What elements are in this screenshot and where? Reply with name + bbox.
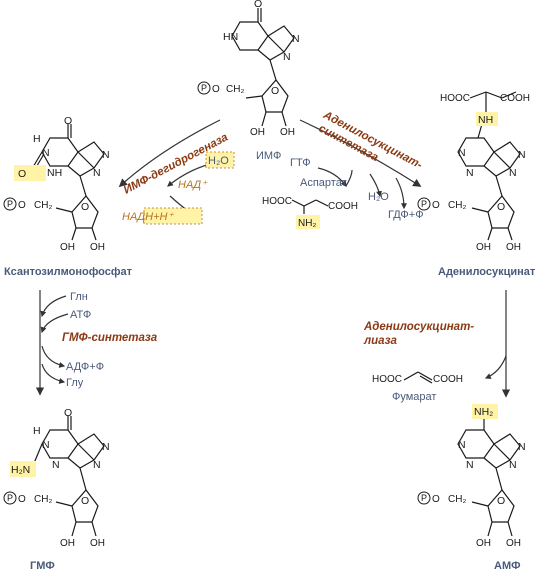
gmp-h: H — [33, 425, 41, 437]
cofactor-glu: Глу — [66, 377, 84, 389]
amp-label: АМФ — [494, 560, 521, 572]
adenylosuccinate-label: Аденилосукцинат — [438, 266, 536, 278]
adsucc-hooc: HOOC — [440, 93, 470, 104]
amp-nh2: NH₂ — [474, 406, 493, 418]
aspartate-hooc: HOOC — [262, 196, 292, 207]
imp-o-ch2: O — [212, 84, 220, 95]
fumarate-structure — [403, 371, 433, 384]
adsucc-ch2: CH₂ — [448, 200, 466, 211]
aspartate-label: Аспартат — [300, 177, 347, 189]
adsucc-oh-right: OH — [506, 242, 521, 253]
amp-n1: N — [458, 439, 466, 451]
fumarate-label: Фумарат — [392, 391, 436, 403]
gmp-ch2: CH₂ — [34, 494, 52, 505]
xmp-structure — [3, 124, 105, 241]
enzyme-adlyase-line1: Аденилосукцинат- — [363, 321, 474, 333]
imp-label: ИМФ — [256, 150, 281, 162]
adsucc-cooh: COOH — [500, 93, 530, 104]
cofactor-gtp: ГТФ — [290, 157, 311, 169]
fumarate-cooh: COOH — [433, 374, 463, 385]
gmp-ring-o: O — [81, 495, 89, 507]
adsucc-ring-o: O — [497, 201, 505, 213]
adsucc-n9: N — [509, 167, 517, 179]
imp-n9: N — [283, 51, 291, 63]
gmp-oh-right: OH — [90, 538, 105, 549]
aspartate-cooh: COOH — [328, 201, 358, 212]
fumarate-hooc: HOOC — [372, 374, 402, 385]
adenylosuccinate-structure — [417, 91, 521, 241]
amp-ch2: CH₂ — [448, 494, 466, 505]
amp-ring-o: O — [497, 495, 505, 507]
gmp-label: ГМФ — [30, 560, 55, 572]
amp-oh-left: OH — [476, 538, 491, 549]
gmp-n7: N — [102, 441, 110, 453]
imp-ring-o: O — [271, 85, 279, 97]
enzyme-gmp-synthetase: ГМФ-синтетаза — [62, 332, 158, 344]
xmp-oh-right: OH — [90, 242, 105, 253]
xmp-label: Ксантозилмонофосфат — [4, 266, 133, 278]
gmp-n3: N — [52, 459, 60, 471]
imp-hn: HN — [223, 31, 238, 43]
xmp-n9: N — [93, 167, 101, 179]
amp-phosphate: P — [421, 493, 427, 503]
adsucc-nh: NH — [478, 114, 493, 126]
amp-oh-right: OH — [506, 538, 521, 549]
gmp-n9: N — [93, 459, 101, 471]
xmp-nh: NH — [47, 167, 62, 179]
cofactor-h2o-left: H₂O — [208, 155, 229, 167]
cofactor-atp: АТФ — [70, 309, 91, 321]
amp-o-ch2: O — [432, 494, 440, 505]
cofactor-h2o-right: H₂O — [368, 191, 389, 203]
imp-o: O — [254, 0, 262, 10]
adsucc-phosphate: P — [421, 199, 427, 209]
xmp-o-2: O — [18, 168, 26, 180]
xmp-h: H — [33, 133, 41, 145]
xmp-n1: N — [42, 147, 50, 159]
adsucc-oh-left: OH — [476, 242, 491, 253]
imp-oh-right: OH — [280, 127, 295, 138]
aspartate-nh2: NH₂ — [298, 218, 316, 229]
gmp-o: O — [64, 407, 72, 419]
imp-oh-left: OH — [250, 127, 265, 138]
cofactor-nad: НАД⁺ — [178, 179, 208, 191]
amp-n9: N — [509, 459, 517, 471]
imp-structure — [197, 8, 295, 127]
cofactor-gln: Глн — [70, 291, 88, 303]
imp-ch2: CH₂ — [226, 84, 244, 95]
gmp-oh-left: OH — [60, 538, 75, 549]
cofactor-nadh: НАДН+Н⁺ — [122, 211, 174, 223]
amp-n7: N — [518, 441, 526, 453]
imp-phosphate: P — [201, 83, 207, 93]
adsucc-n1: N — [458, 147, 466, 159]
cofactor-adp: АДФ+Ф — [66, 361, 104, 373]
xmp-ch2: CH₂ — [34, 200, 52, 211]
cofactor-gdp: ГДФ+Ф — [388, 209, 424, 221]
xmp-phosphate: P — [7, 199, 13, 209]
enzyme-adlyase-line2: лиаза — [363, 335, 397, 347]
xmp-o-top: O — [64, 115, 72, 127]
gmp-n1: N — [42, 439, 50, 451]
amp-n3: N — [466, 459, 474, 471]
adsucc-n3: N — [466, 167, 474, 179]
gmp-structure — [3, 416, 105, 537]
xmp-o-ch2: O — [18, 200, 26, 211]
gmp-o-ch2: O — [18, 494, 26, 505]
xmp-ring-o: O — [81, 201, 89, 213]
gmp-h2n: H₂N — [11, 464, 30, 476]
adsucc-n7: N — [518, 149, 526, 161]
xmp-oh-left: OH — [60, 242, 75, 253]
adsucc-o-ch2: O — [432, 200, 440, 211]
xmp-n7: N — [102, 149, 110, 161]
aspartate-structure — [291, 199, 329, 214]
gmp-phosphate: P — [7, 493, 13, 503]
imp-n7: N — [292, 33, 300, 45]
amp-structure — [417, 418, 521, 537]
